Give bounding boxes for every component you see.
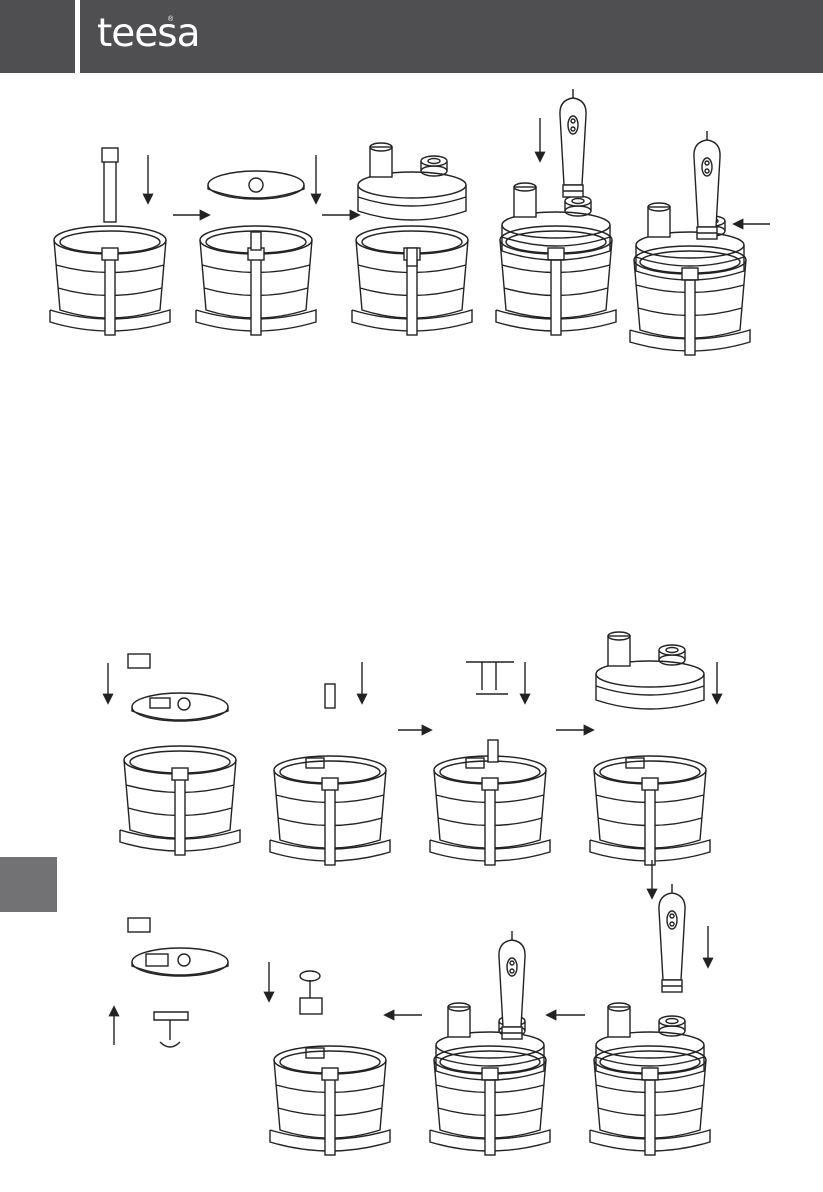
clean-step-figure (128, 918, 228, 1047)
step-4-figure (496, 89, 616, 335)
step-1-figure (50, 148, 170, 335)
step-2-figure (196, 171, 316, 335)
assembled-bottom-figure (430, 931, 550, 1155)
step-5-figure (630, 131, 750, 355)
pusher-step-figure (270, 971, 390, 1155)
motor-lower-bottom-figure (590, 884, 710, 1155)
dice-step-2-figure (270, 684, 390, 865)
dice-step-4-figure (590, 632, 710, 865)
dice-step-1-figure (120, 654, 240, 855)
step-3-figure (352, 143, 472, 335)
dice-step-3-figure (430, 662, 550, 865)
